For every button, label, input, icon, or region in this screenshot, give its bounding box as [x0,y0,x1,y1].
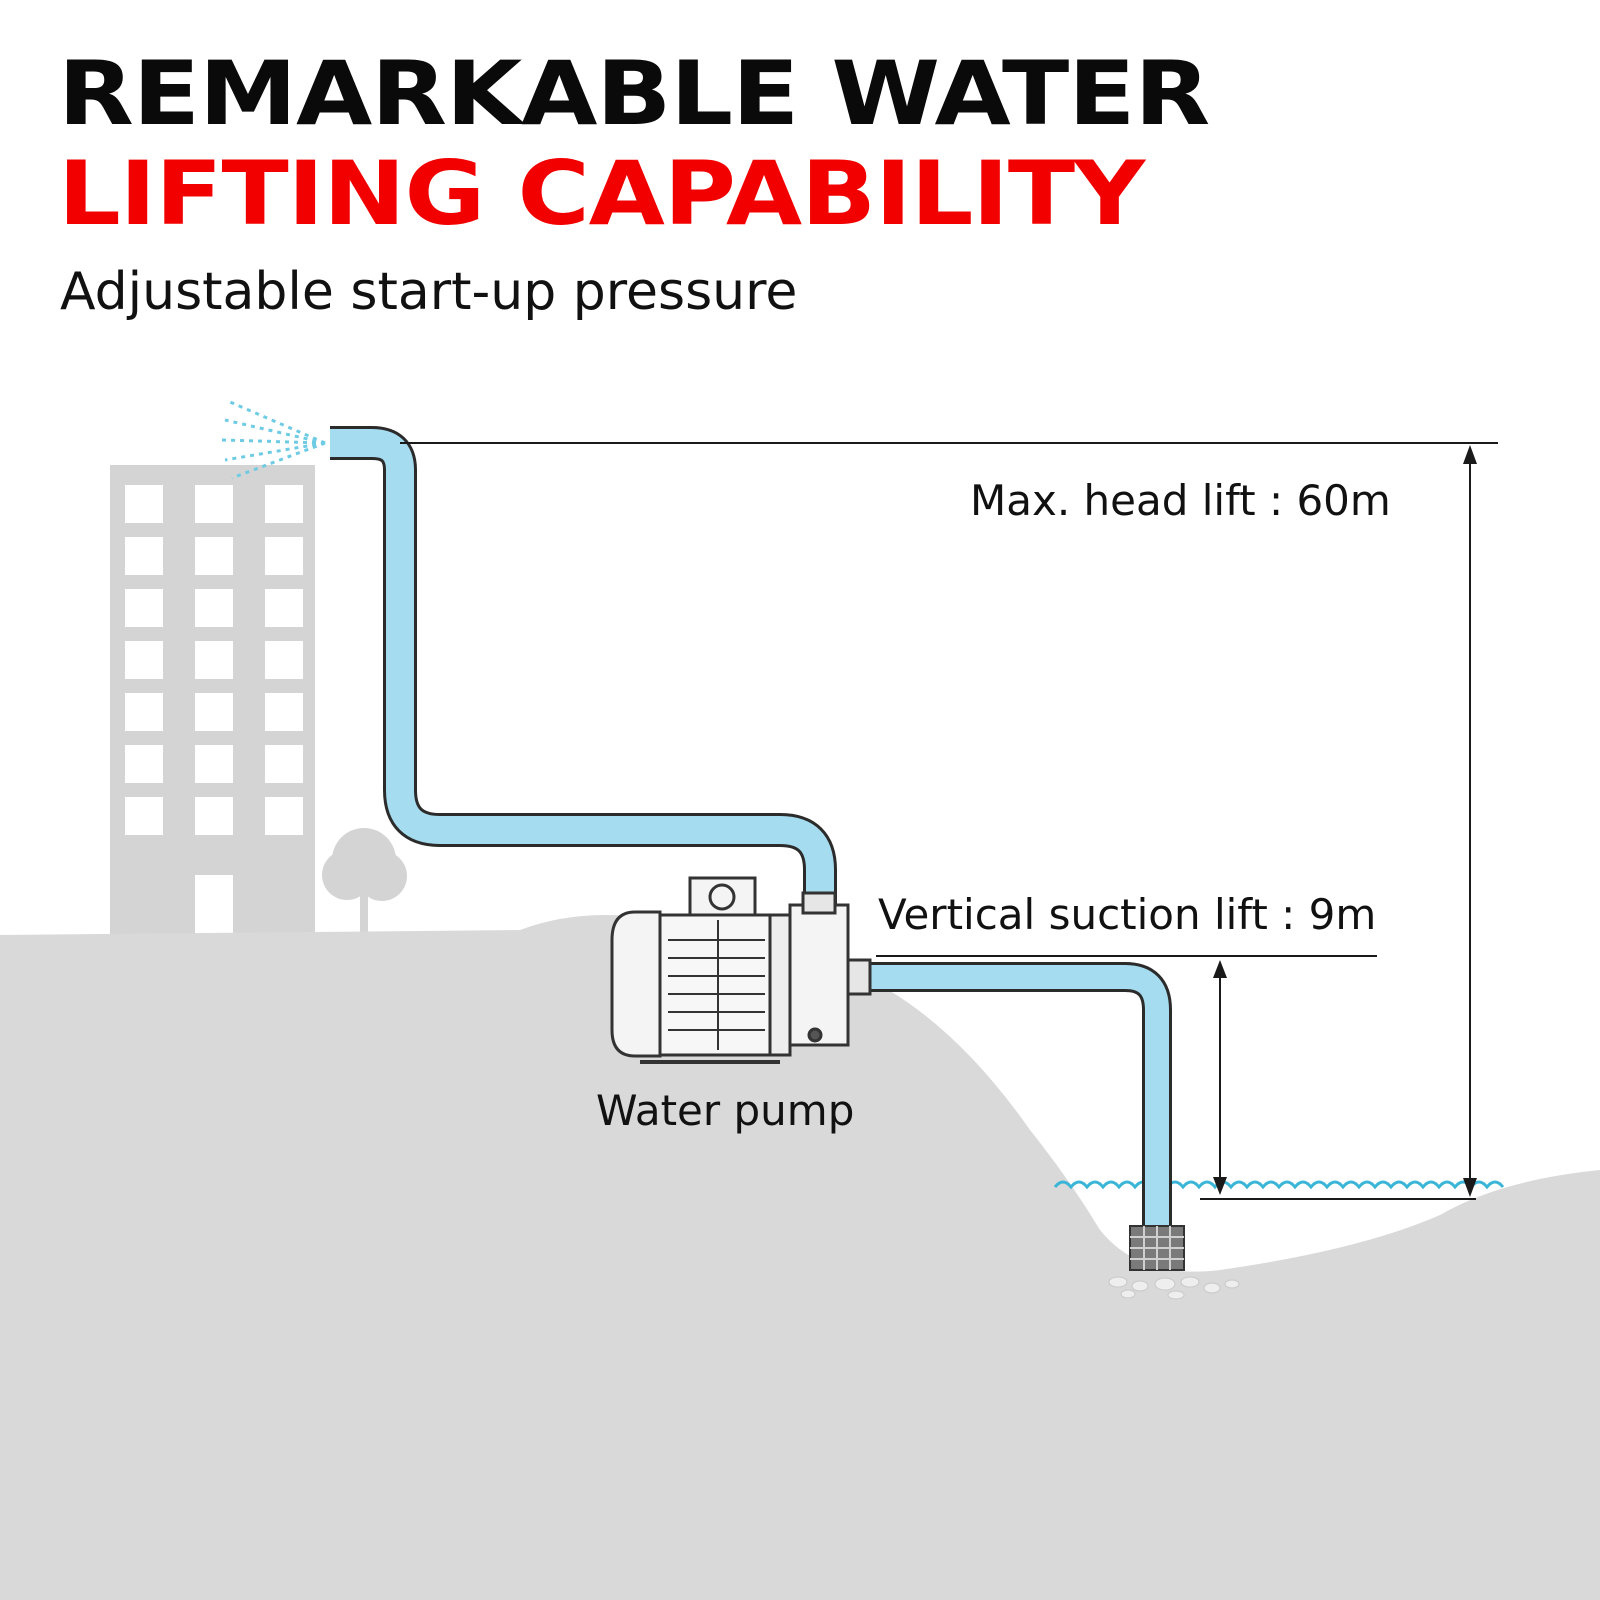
subtitle: Adjustable start-up pressure [60,262,798,322]
max-head-lift-label: Max. head lift : 60m [970,476,1391,525]
vertical-suction-lift-label: Vertical suction lift : 9m [878,890,1377,939]
title-line-2: LIFTING CAPABILITY [58,142,1145,245]
suction-lift-dimension [876,955,1377,1195]
tree [322,828,407,935]
foot-valve-strainer [1129,1225,1185,1271]
ground [0,915,1600,1600]
building [110,465,315,935]
head-lift-dimension [400,442,1498,1200]
title-line-1: REMARKABLE WATER [58,42,1210,145]
pebbles [1108,1276,1240,1300]
water-spray [221,400,326,480]
water-surface [1053,1180,1505,1190]
water-pump-label: Water pump [596,1086,855,1135]
water-pump [610,876,872,1064]
